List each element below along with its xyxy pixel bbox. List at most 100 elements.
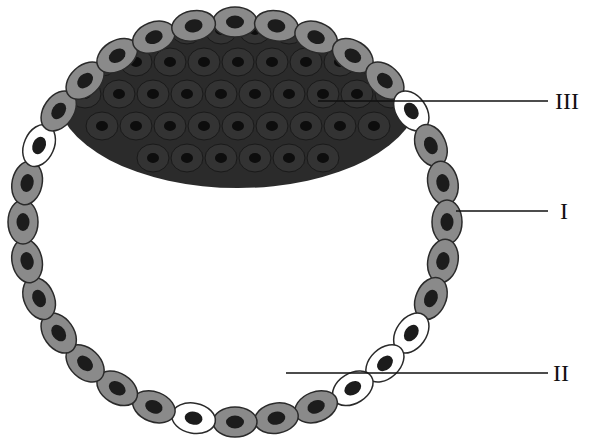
- cell-nucleus: [106, 45, 128, 66]
- cell-body: [8, 200, 38, 244]
- cell-nucleus: [232, 57, 244, 67]
- cell-nucleus: [215, 153, 227, 163]
- cell-body: [432, 200, 462, 244]
- trophoblast-cell: [169, 7, 218, 45]
- icm-cell: [188, 48, 220, 76]
- cell-body: [252, 7, 301, 45]
- icm-cell: [307, 80, 339, 108]
- trophoblast-cell: [8, 200, 38, 244]
- cell-nucleus: [317, 89, 329, 99]
- trophoblast-cell: [290, 385, 342, 429]
- cell-body: [169, 399, 218, 437]
- trophoblast-cell: [213, 407, 257, 437]
- cell-nucleus: [305, 28, 326, 47]
- icm-cell: [137, 80, 169, 108]
- cell-nucleus: [143, 28, 164, 47]
- cell-nucleus: [351, 25, 363, 35]
- cell-nucleus: [74, 352, 96, 374]
- cell-nucleus: [317, 153, 329, 163]
- cell-body: [252, 399, 301, 437]
- cell-nucleus: [215, 89, 227, 99]
- cell-nucleus: [130, 121, 142, 131]
- cell-nucleus: [401, 322, 422, 344]
- callout-label: I: [560, 199, 568, 223]
- cell-nucleus: [368, 121, 380, 131]
- cell-nucleus: [181, 153, 193, 163]
- cell-nucleus: [334, 121, 346, 131]
- cell-nucleus: [441, 213, 454, 231]
- inner-cell-mass: [56, 0, 420, 188]
- cell-nucleus: [48, 322, 69, 344]
- icm-cell: [307, 144, 339, 172]
- trophoblast-cell: [252, 399, 301, 437]
- icm-cell: [205, 80, 237, 108]
- cell-nucleus: [226, 416, 244, 429]
- cell-nucleus: [283, 153, 295, 163]
- icm-cell: [171, 144, 203, 172]
- cell-nucleus: [249, 89, 261, 99]
- cell-nucleus: [421, 288, 440, 310]
- cell-body: [213, 7, 257, 37]
- cell-nucleus: [266, 18, 286, 34]
- trophoblast-cell: [252, 7, 301, 45]
- trophoblast-cell: [213, 7, 257, 37]
- cell-nucleus: [143, 397, 164, 416]
- icm-cell: [137, 144, 169, 172]
- icm-cell: [290, 112, 322, 140]
- icm-cell: [188, 112, 220, 140]
- cell-nucleus: [164, 57, 176, 67]
- icm-cell: [222, 48, 254, 76]
- cell-nucleus: [435, 251, 451, 271]
- icm-cell: [86, 112, 118, 140]
- cell-nucleus: [374, 352, 396, 374]
- cell-nucleus: [96, 121, 108, 131]
- cell-nucleus: [421, 135, 440, 157]
- icm-cell: [256, 112, 288, 140]
- icm-cell: [154, 48, 186, 76]
- cell-nucleus: [48, 100, 69, 122]
- cell-nucleus: [226, 16, 244, 29]
- callout-label: II: [553, 361, 569, 385]
- cell-nucleus: [266, 121, 278, 131]
- cell-body: [169, 7, 218, 45]
- cell-nucleus: [266, 57, 278, 67]
- cell-nucleus: [300, 57, 312, 67]
- trophoblast-cell: [169, 399, 218, 437]
- cell-nucleus: [164, 121, 176, 131]
- icm-cell: [256, 48, 288, 76]
- cell-nucleus: [181, 89, 193, 99]
- cell-nucleus: [266, 410, 286, 426]
- cell-nucleus: [232, 121, 244, 131]
- cell-nucleus: [198, 121, 210, 131]
- cell-nucleus: [74, 70, 96, 92]
- icm-cell: [103, 80, 135, 108]
- cell-nucleus: [30, 135, 49, 157]
- cell-nucleus: [435, 173, 451, 193]
- icm-cell: [239, 80, 271, 108]
- icm-cell: [154, 112, 186, 140]
- inner-cell-mass-cells: [69, 16, 407, 172]
- cell-body: [128, 15, 180, 59]
- leader-lines: [286, 101, 548, 373]
- leader-line: [286, 372, 548, 374]
- cell-nucleus: [342, 45, 364, 66]
- cell-body: [290, 385, 342, 429]
- cell-nucleus: [106, 378, 128, 399]
- icm-cell: [273, 144, 305, 172]
- cell-nucleus: [283, 89, 295, 99]
- cell-nucleus: [30, 288, 49, 310]
- cell-nucleus: [305, 397, 326, 416]
- icm-cell: [358, 112, 390, 140]
- cell-nucleus: [198, 57, 210, 67]
- icm-cell: [120, 112, 152, 140]
- leader-line: [318, 100, 548, 102]
- trophoblast-cell: [128, 15, 180, 59]
- cell-nucleus: [342, 378, 364, 399]
- cell-nucleus: [19, 251, 35, 271]
- callout-label: III: [555, 89, 579, 113]
- icm-cell: [273, 80, 305, 108]
- cell-nucleus: [249, 153, 261, 163]
- cell-body: [213, 407, 257, 437]
- cell-nucleus: [147, 153, 159, 163]
